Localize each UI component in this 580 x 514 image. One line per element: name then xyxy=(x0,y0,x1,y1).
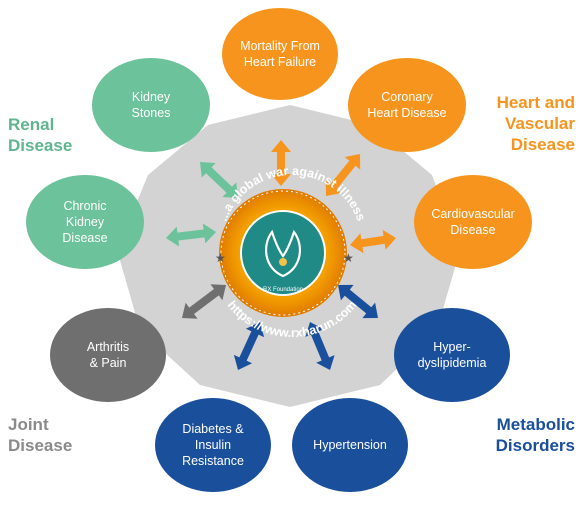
logo-foundation: RX Foundation xyxy=(263,287,303,293)
node-hypertension: Hypertension xyxy=(292,398,408,492)
node-arthritis: Arthritis& Pain xyxy=(50,308,166,402)
star-icon: ★ xyxy=(215,251,226,265)
arrow-cardiovascular xyxy=(350,229,396,254)
leaf-emblem-icon xyxy=(264,229,302,278)
node-hyperdyslipidemia: Hyper-dyslipidemia xyxy=(394,308,510,402)
flame-icon xyxy=(279,258,287,266)
logo: RX Foundation ...a global war against il… xyxy=(215,164,368,340)
arrow-hypertension xyxy=(305,322,335,370)
arrow-diabetes xyxy=(233,322,265,370)
logo-ring-dots xyxy=(220,190,346,316)
star-icon: ★ xyxy=(343,251,354,265)
arrow-mortality xyxy=(271,140,291,186)
arrow-arthritis xyxy=(182,284,226,319)
arrow-chronic-kidney xyxy=(166,223,216,247)
arrow-hyperdyslipidemia xyxy=(338,284,378,319)
arrow-coronary xyxy=(325,154,361,196)
arrow-kidney-stones xyxy=(200,162,238,198)
logo-center xyxy=(240,210,326,296)
